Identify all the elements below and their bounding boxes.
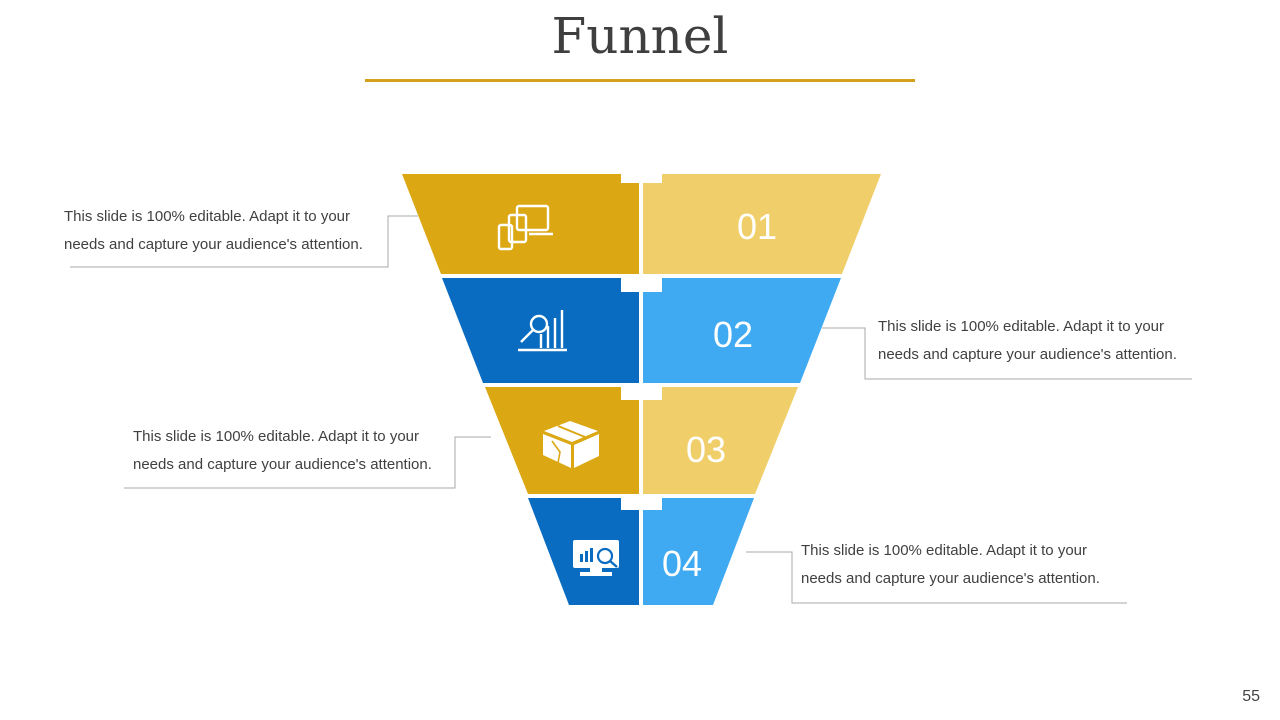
title-underline: [365, 79, 915, 82]
connector-line-1: [70, 215, 418, 268]
stage-2-description: This slide is 100% editable. Adapt it to…: [878, 318, 1177, 363]
stage-4-right-segment: [643, 498, 754, 605]
stage-number-1: 01: [737, 206, 777, 247]
stage-3-description: This slide is 100% editable. Adapt it to…: [133, 428, 432, 473]
funnel-stage-3: [485, 387, 798, 494]
funnel-stage-4: [528, 498, 754, 605]
stage-4-description: This slide is 100% editable. Adapt it to…: [801, 542, 1100, 587]
stage-number-3: 03: [686, 429, 726, 470]
stage-2-left-segment: [442, 278, 639, 383]
monitor-search-icon: [573, 540, 619, 576]
funnel-stage-1: [402, 174, 881, 274]
stage-number-2: 02: [713, 314, 753, 355]
slide-title: Funnel: [551, 7, 729, 65]
page-number: 55: [1242, 688, 1260, 705]
connector-line-2: [822, 327, 1192, 380]
devices-icon: [497, 204, 553, 251]
funnel-stage-2: [442, 278, 841, 383]
stage-3-right-segment: [643, 387, 798, 494]
connector-line-3: [124, 436, 491, 489]
connector-line-4: [746, 551, 1127, 604]
package-box-icon: [543, 421, 599, 468]
stage-number-4: 04: [662, 543, 702, 584]
stage-3-left-segment: [485, 387, 639, 494]
stage-1-right-segment: [643, 174, 881, 274]
stage-2-right-segment: [643, 278, 841, 383]
stage-1-left-segment: [402, 174, 639, 274]
stage-1-description: This slide is 100% editable. Adapt it to…: [64, 208, 363, 253]
analytics-magnifier-icon: [518, 310, 567, 352]
